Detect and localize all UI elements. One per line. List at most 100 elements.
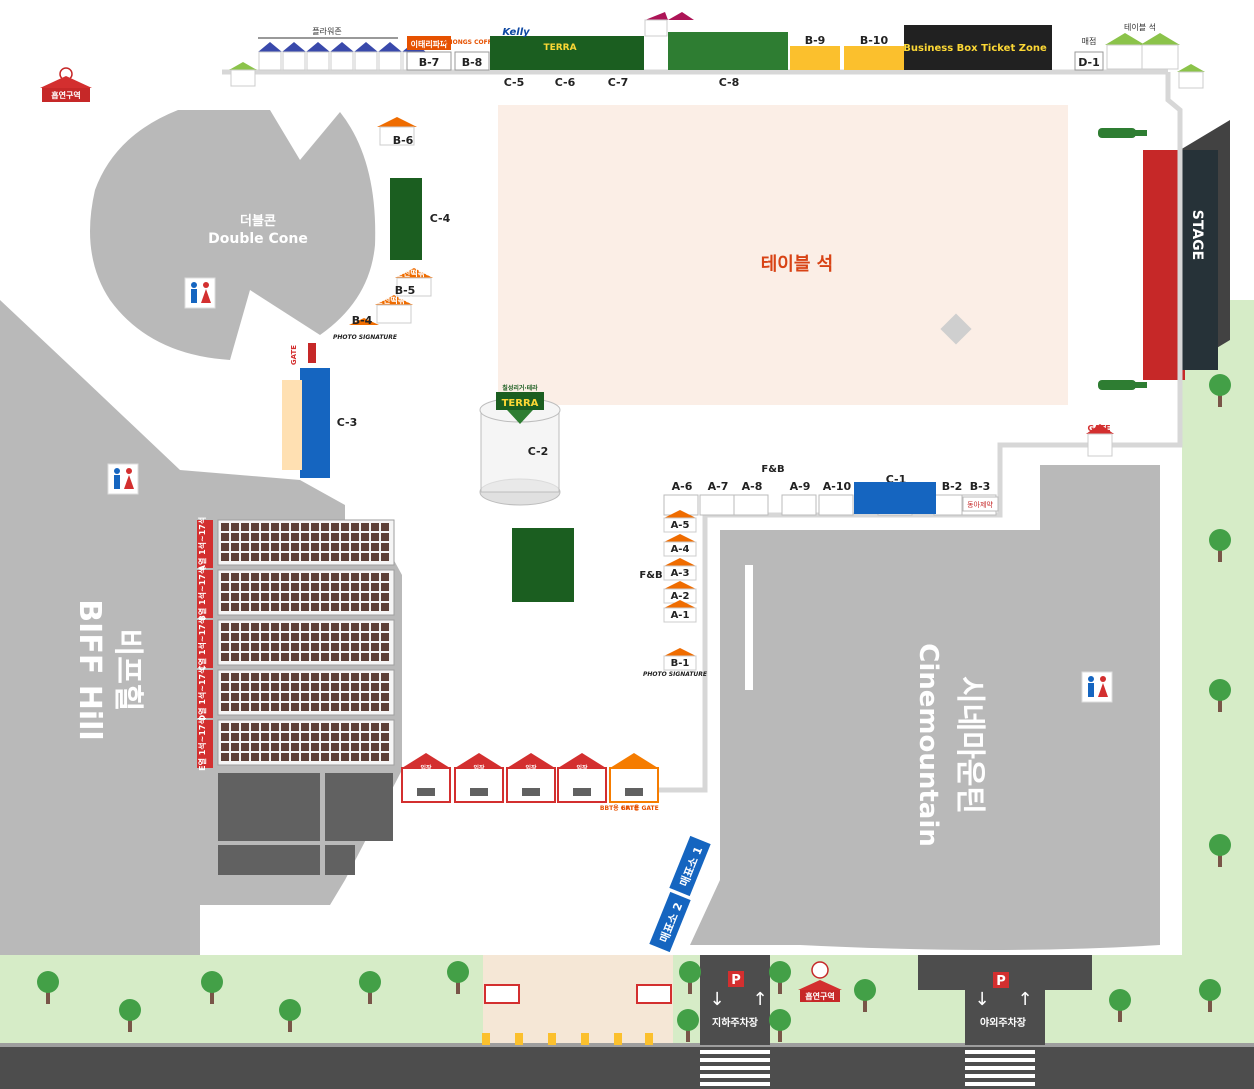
booth-c4-label: C-4 <box>430 212 451 225</box>
terra-display <box>512 528 574 602</box>
seat <box>321 633 329 641</box>
smoking-area-top: 흡연구역 <box>40 67 92 102</box>
seat <box>281 593 289 601</box>
booth-b6-label: B-6 <box>393 134 414 147</box>
booth-label: A-9 <box>790 480 811 493</box>
seat <box>301 593 309 601</box>
business-box-zone[interactable] <box>904 25 1052 70</box>
seat <box>361 533 369 541</box>
gate-label: GATE 2 <box>465 772 493 780</box>
seat <box>241 623 249 631</box>
seat <box>251 603 259 611</box>
booth[interactable] <box>699 494 735 516</box>
gate[interactable] <box>454 767 504 803</box>
tree-icon <box>1209 374 1231 396</box>
seat <box>381 603 389 611</box>
seat <box>321 743 329 751</box>
seat <box>261 553 269 561</box>
seat <box>271 693 279 701</box>
booth[interactable] <box>733 494 769 516</box>
booth-b10[interactable] <box>844 46 904 70</box>
seat <box>281 703 289 711</box>
seat <box>281 753 289 761</box>
seat <box>381 583 389 591</box>
booth-b7[interactable] <box>406 51 452 71</box>
cinemountain-wall-strip <box>745 565 753 690</box>
seat <box>311 573 319 581</box>
gate-right[interactable] <box>1086 424 1114 457</box>
seat <box>381 523 389 531</box>
booth-c7-label: C-7 <box>608 76 629 89</box>
booth-b9[interactable] <box>790 46 840 70</box>
booth[interactable] <box>663 541 697 557</box>
seat <box>341 533 349 541</box>
biff-hill-dark-block-1 <box>218 773 320 841</box>
booth[interactable] <box>663 565 697 581</box>
gate-door <box>522 788 540 796</box>
seat <box>311 543 319 551</box>
seat <box>321 533 329 541</box>
tent-icon <box>258 42 282 52</box>
seat <box>241 673 249 681</box>
seat <box>321 733 329 741</box>
gate-label: GATE <box>624 772 644 780</box>
seat <box>231 653 239 661</box>
seat <box>261 623 269 631</box>
tree-trunk <box>1208 998 1212 1012</box>
seat <box>301 733 309 741</box>
gate[interactable] <box>557 767 607 803</box>
seat <box>371 673 379 681</box>
gate[interactable] <box>609 767 659 803</box>
smoking-label-bottom: 흡연구역 <box>805 991 834 1001</box>
seat <box>311 553 319 561</box>
seat <box>281 543 289 551</box>
booth[interactable] <box>663 607 697 623</box>
seat <box>281 673 289 681</box>
seat <box>221 593 229 601</box>
seat <box>351 603 359 611</box>
tent <box>282 51 306 71</box>
seat <box>351 723 359 731</box>
seat <box>291 673 299 681</box>
top-table-label: 테이블 석 <box>1124 22 1156 32</box>
cinemountain-label-kr: 시네마운틴 <box>952 676 987 814</box>
tent-icon <box>644 12 694 37</box>
seat <box>291 703 299 711</box>
booth-c5-c7-block[interactable] <box>490 36 644 70</box>
seat <box>241 603 249 611</box>
seat <box>311 723 319 731</box>
booth[interactable] <box>781 494 817 516</box>
booth-c8[interactable] <box>668 32 788 70</box>
booth-d1[interactable] <box>1074 51 1104 71</box>
restroom-male-icon <box>114 468 120 474</box>
seat <box>371 733 379 741</box>
terra-kiosk[interactable] <box>479 392 561 506</box>
seat <box>251 733 259 741</box>
seat <box>231 523 239 531</box>
gate-right-label: GATE <box>1087 424 1110 433</box>
seat <box>351 733 359 741</box>
seat <box>231 643 239 651</box>
restroom-male-icon <box>191 289 197 303</box>
tent <box>330 51 354 71</box>
seat <box>231 593 239 601</box>
tent-icon <box>664 600 696 608</box>
gate[interactable] <box>506 767 556 803</box>
seat <box>311 683 319 691</box>
seat <box>271 623 279 631</box>
booth[interactable] <box>663 517 697 533</box>
booth-b8[interactable] <box>454 51 490 71</box>
seat <box>321 753 329 761</box>
gate[interactable] <box>401 767 451 803</box>
seat <box>261 673 269 681</box>
booth[interactable] <box>663 655 697 671</box>
cinemountain-building <box>690 465 1160 950</box>
booth-c3[interactable] <box>300 368 330 478</box>
tree-icon <box>677 1009 699 1031</box>
booth-c4[interactable] <box>390 178 422 260</box>
booth-label: A-1 <box>671 610 690 621</box>
seat <box>301 683 309 691</box>
tree-icon <box>1209 529 1231 551</box>
booth[interactable] <box>818 494 854 516</box>
